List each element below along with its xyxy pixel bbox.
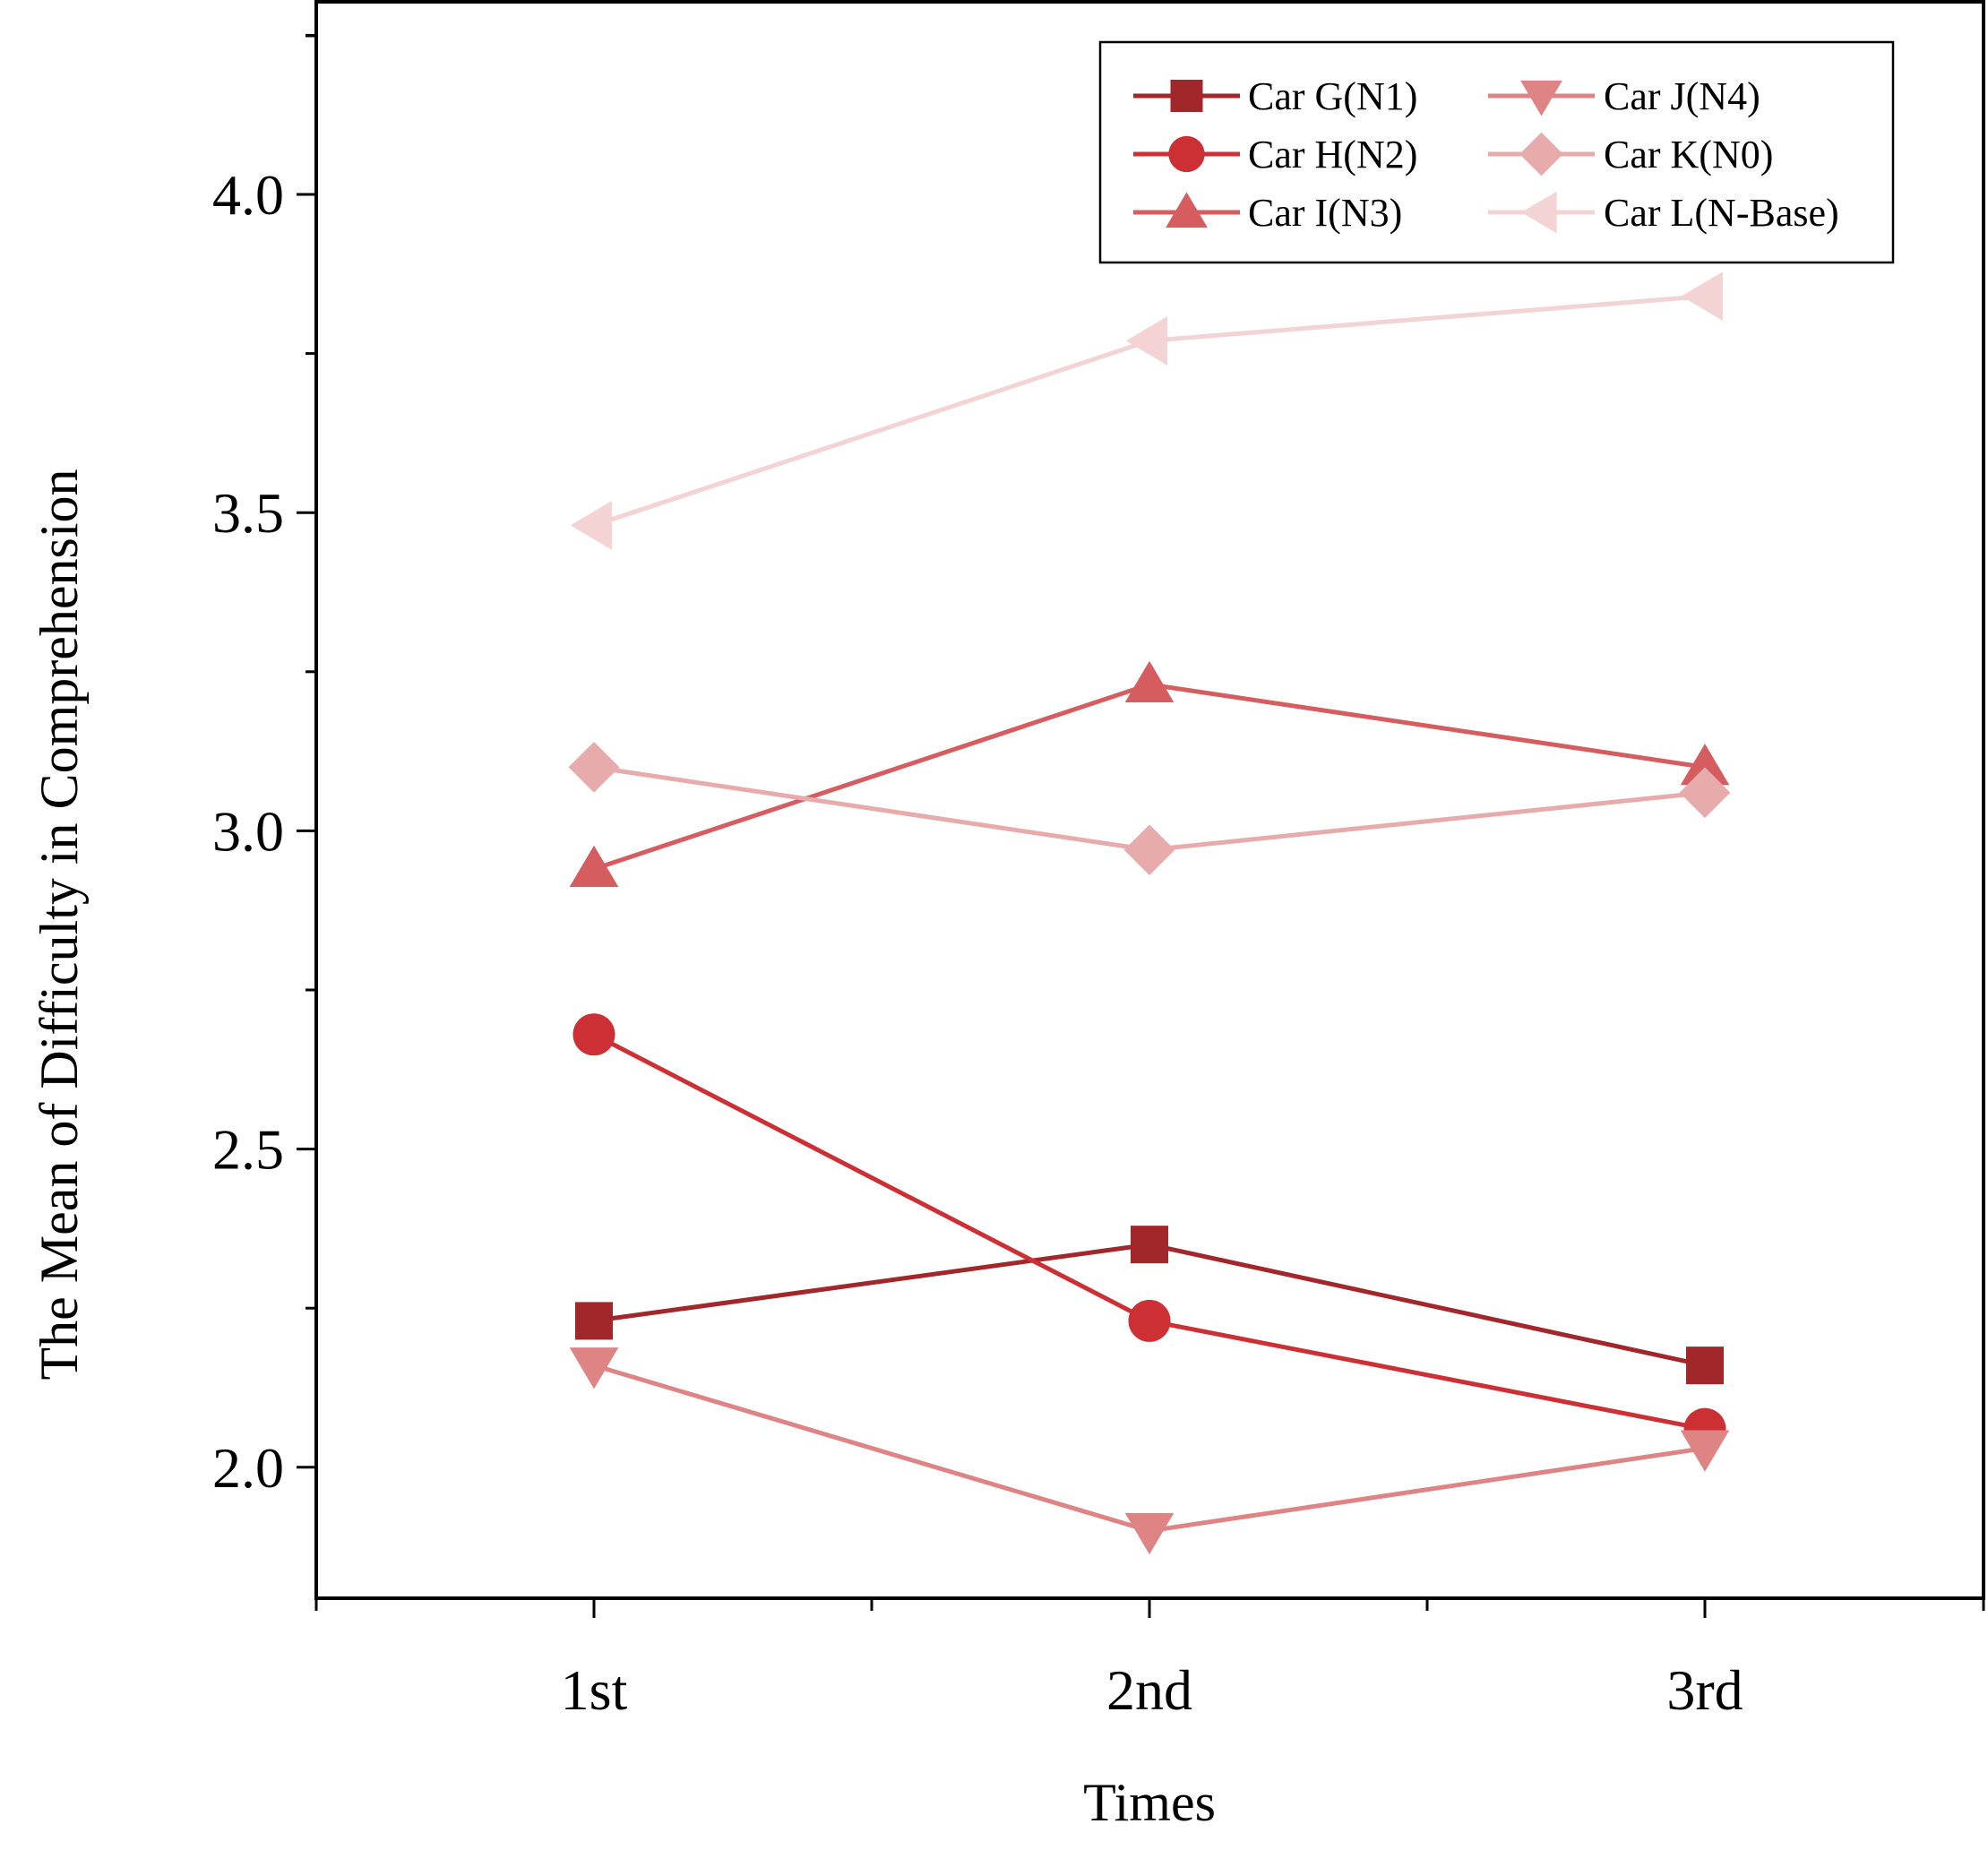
data-point bbox=[1680, 744, 1730, 786]
data-point bbox=[1124, 1512, 1175, 1555]
data-point bbox=[1680, 1430, 1730, 1472]
data-point bbox=[575, 1302, 613, 1340]
data-point bbox=[570, 501, 612, 550]
data-point bbox=[1125, 316, 1167, 366]
legend-label: Car K(N0) bbox=[1604, 133, 1773, 176]
legend-item: Car I(N3) bbox=[1133, 191, 1402, 235]
y-tick-label: 3.0 bbox=[212, 799, 284, 863]
data-point bbox=[572, 1013, 615, 1056]
legend-item: Car H(N2) bbox=[1133, 133, 1417, 176]
legend-marker bbox=[1521, 191, 1557, 234]
series-layer bbox=[568, 271, 1731, 1555]
legend-item: Car L(N-Base) bbox=[1488, 191, 1839, 235]
data-point bbox=[1124, 660, 1175, 702]
y-tick-label: 4.0 bbox=[212, 163, 284, 227]
legend-label: Car G(N1) bbox=[1248, 74, 1417, 118]
series-3 bbox=[569, 660, 1730, 887]
legend-marker bbox=[1519, 132, 1563, 176]
data-point bbox=[1128, 1299, 1171, 1342]
data-point bbox=[1679, 767, 1731, 819]
data-point bbox=[569, 1347, 619, 1389]
x-axis: 1st 2nd 3rd bbox=[314, 1598, 1985, 1722]
y-tick-label: 2.0 bbox=[212, 1436, 284, 1500]
legend-item: Car J(N4) bbox=[1488, 74, 1760, 118]
y-axis-title: The Mean of Difficulty in Comprehension bbox=[30, 469, 89, 1380]
x-tick-label: 1st bbox=[561, 1658, 628, 1722]
legend-label: Car I(N3) bbox=[1248, 191, 1402, 235]
x-tick-label: 3rd bbox=[1666, 1658, 1743, 1722]
legend-marker bbox=[1168, 135, 1205, 173]
data-point bbox=[568, 742, 620, 793]
y-axis: 2.0 2.5 3.0 3.5 4.0 bbox=[212, 33, 316, 1500]
y-tick-label: 3.5 bbox=[212, 481, 284, 545]
legend-marker bbox=[1170, 80, 1203, 112]
series-1 bbox=[575, 1226, 1724, 1385]
legend: Car G(N1) Car H(N2) Car I(N3) Car J(N4) Car … bbox=[1098, 40, 1895, 264]
legend-label: Car J(N4) bbox=[1604, 74, 1760, 118]
series-line bbox=[593, 1363, 1706, 1534]
data-point bbox=[1123, 824, 1175, 876]
legend-label: Car H(N2) bbox=[1248, 133, 1417, 176]
series-6 bbox=[570, 271, 1723, 550]
x-axis-title: Times bbox=[1083, 1773, 1216, 1832]
data-point bbox=[1681, 271, 1723, 321]
y-tick-label: 2.5 bbox=[212, 1118, 284, 1182]
data-point bbox=[1686, 1346, 1724, 1385]
legend-label: Car L(N-Base) bbox=[1604, 191, 1839, 235]
data-point bbox=[1131, 1226, 1168, 1264]
legend-marker bbox=[1520, 80, 1562, 116]
legend-marker bbox=[1166, 192, 1208, 228]
x-tick-label: 2nd bbox=[1106, 1658, 1192, 1722]
data-point bbox=[569, 845, 619, 887]
series-4 bbox=[569, 1347, 1730, 1555]
legend-item: Car K(N0) bbox=[1488, 132, 1773, 176]
series-5 bbox=[568, 742, 1731, 876]
legend-item: Car G(N1) bbox=[1133, 74, 1417, 118]
